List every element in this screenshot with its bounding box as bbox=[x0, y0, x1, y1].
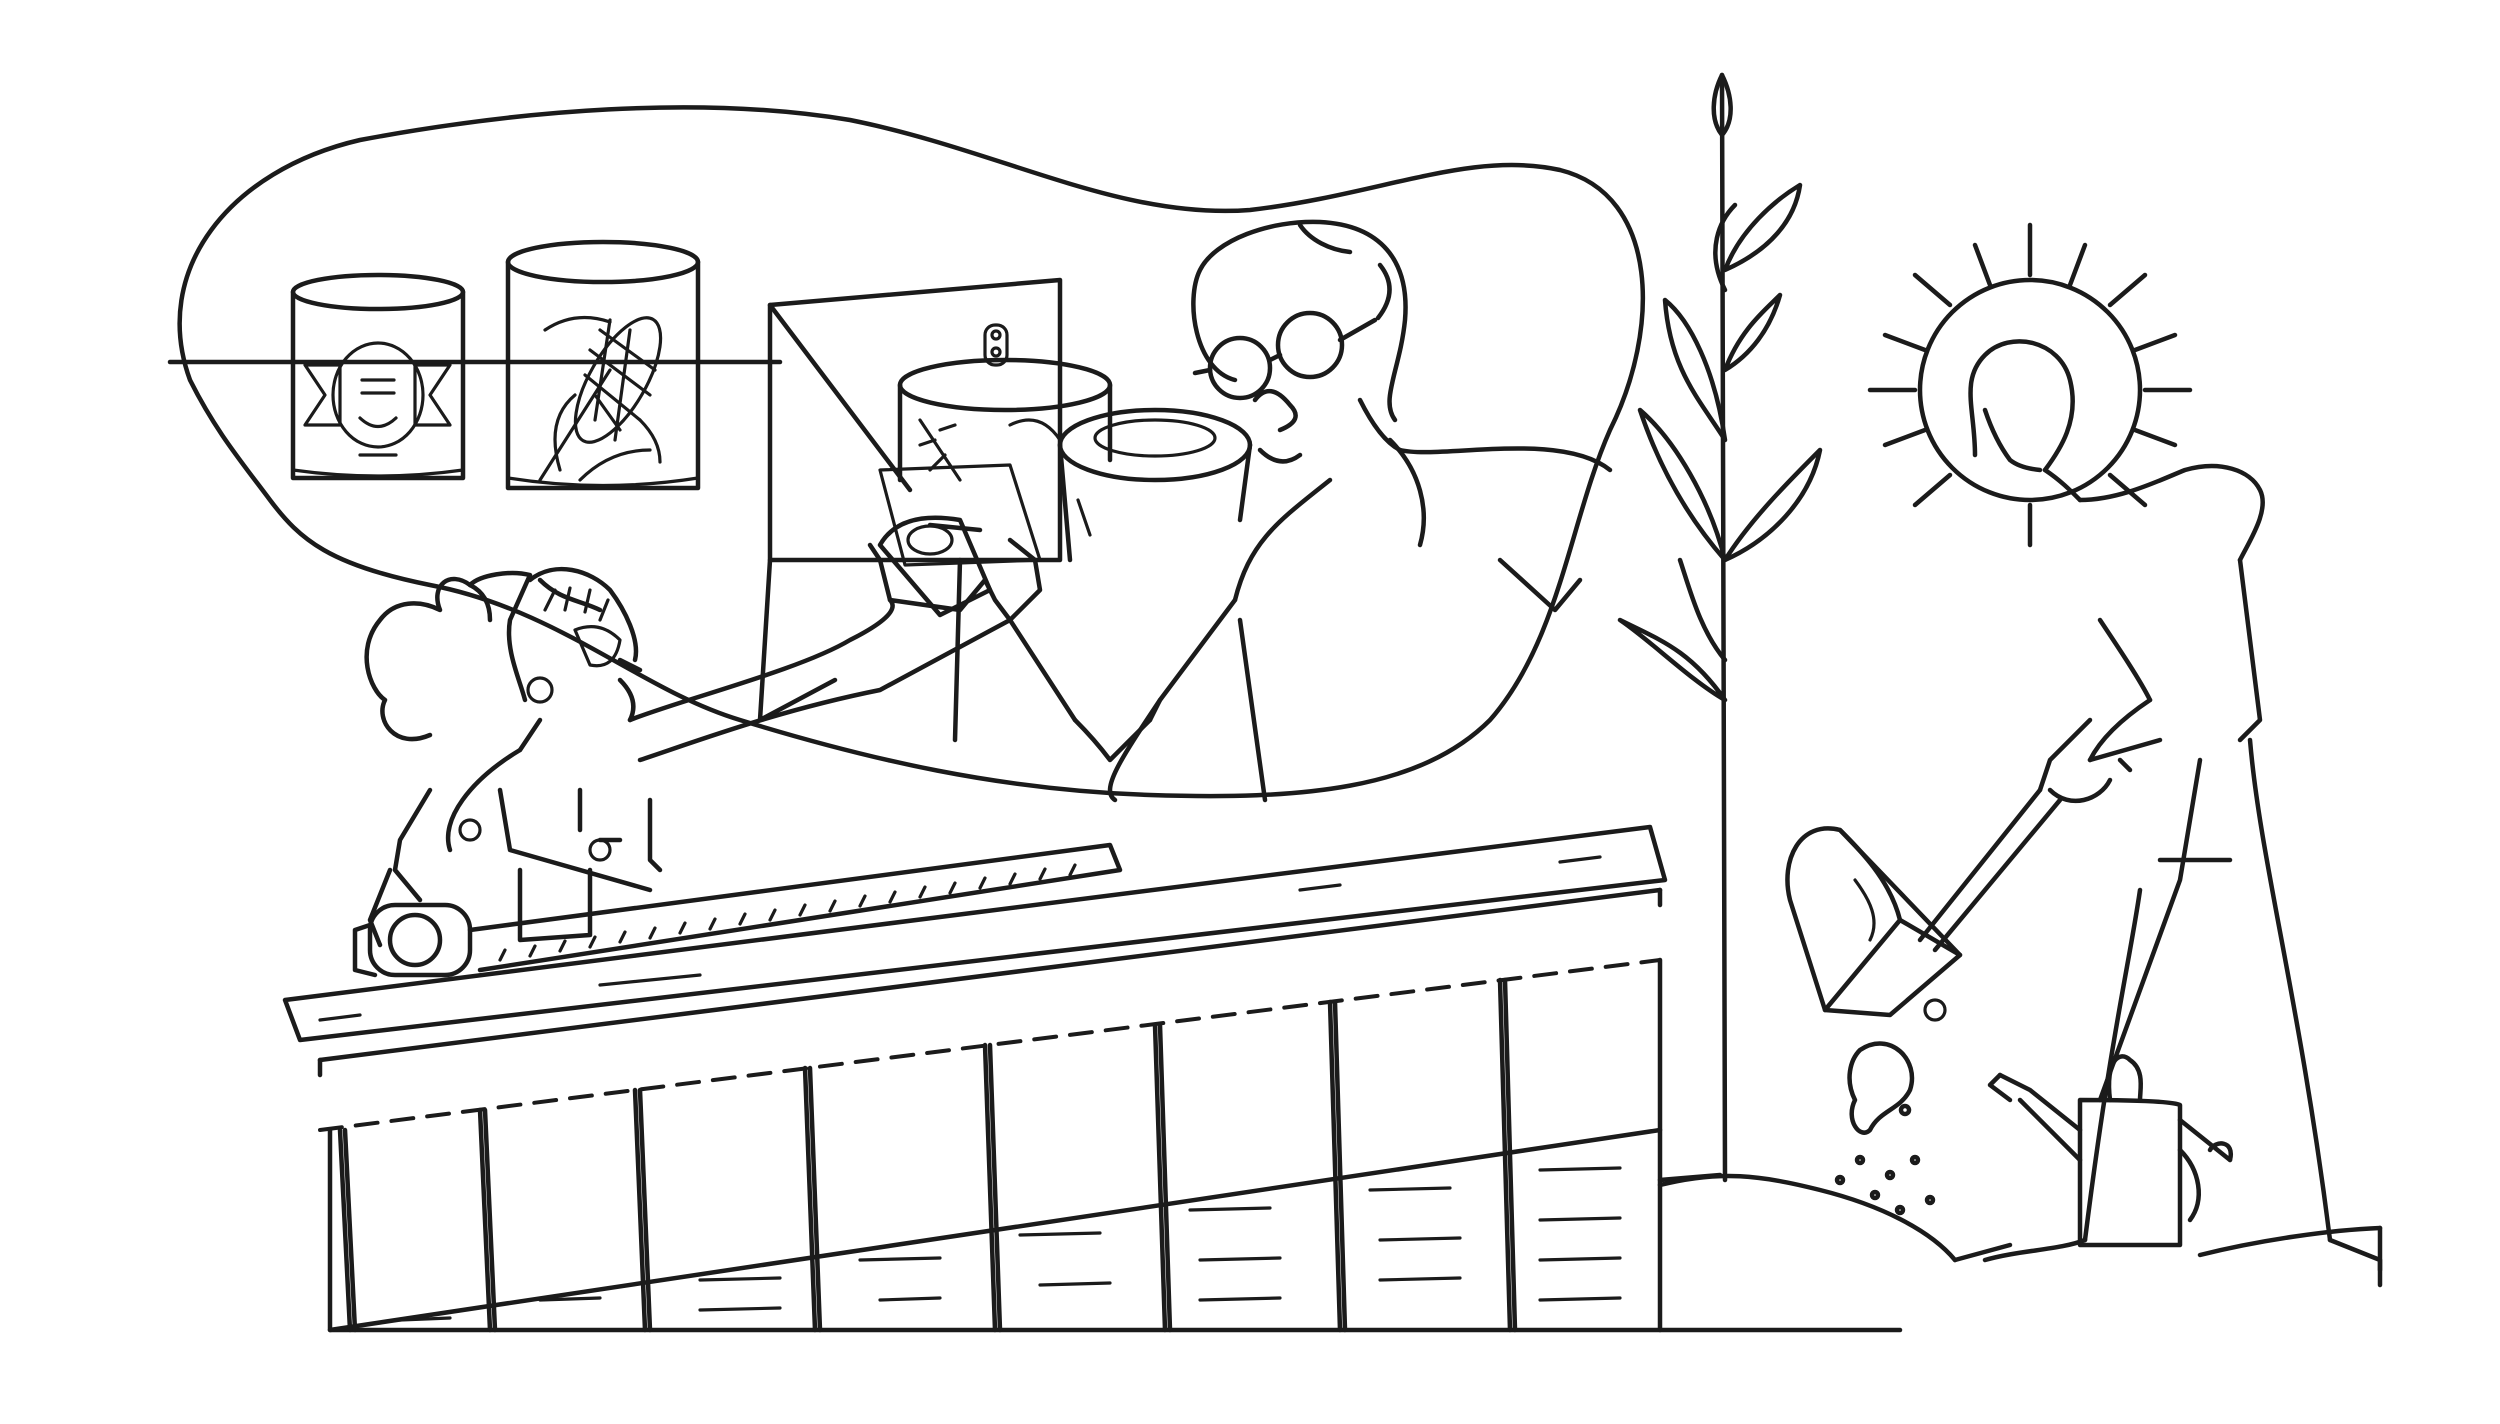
ground-line bbox=[2197, 1225, 2383, 1273]
raised-garden-bed bbox=[282, 824, 1903, 1333]
seed-packet bbox=[878, 463, 1042, 567]
thought-bubble bbox=[167, 105, 1646, 799]
can-face-label bbox=[290, 272, 466, 481]
tape-measure bbox=[352, 842, 1123, 978]
grocery-box bbox=[757, 277, 1063, 743]
hands-exchanging-can bbox=[867, 515, 1163, 763]
gardener-with-sun bbox=[1867, 222, 2383, 1288]
can-corn-label bbox=[505, 239, 701, 491]
small-can-bowl bbox=[1057, 407, 1253, 563]
dirt-clumps bbox=[1657, 998, 2013, 1263]
elderly-man-with-glasses bbox=[1107, 219, 1613, 803]
watering-can bbox=[1987, 1054, 2234, 1248]
shovel bbox=[1785, 787, 2063, 1018]
small-can-rosemary bbox=[897, 323, 1113, 483]
woman-with-overalls bbox=[364, 566, 1013, 948]
young-plant bbox=[1617, 72, 1823, 1183]
